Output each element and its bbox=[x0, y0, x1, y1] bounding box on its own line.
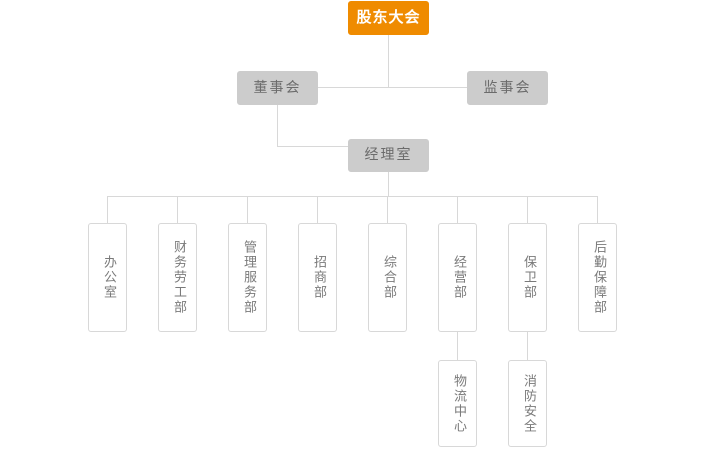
node-board-of-supervisors[interactable]: 监事会 bbox=[467, 71, 548, 105]
node-shareholders-meeting[interactable]: 股东大会 bbox=[348, 1, 429, 35]
connector-department-bus bbox=[107, 196, 597, 197]
connector-directors-to-manager bbox=[277, 146, 348, 147]
connector-drop-dept-6 bbox=[457, 196, 458, 223]
node-manager-office[interactable]: 经理室 bbox=[348, 139, 429, 172]
connector-manager-down bbox=[388, 172, 389, 196]
connector-drop-dept-3 bbox=[247, 196, 248, 223]
node-subdepartment-fire-safety-label: 消防安全 bbox=[520, 373, 536, 434]
connector-root-down bbox=[388, 35, 389, 88]
connector-operations-to-logistics bbox=[457, 332, 458, 360]
node-manager-office-label: 经理室 bbox=[364, 147, 413, 164]
node-board-of-directors-label: 董事会 bbox=[253, 79, 302, 96]
connector-drop-dept-2 bbox=[177, 196, 178, 223]
node-department-finance-labor-label: 财务劳工部 bbox=[170, 240, 186, 315]
node-department-operations[interactable]: 经营部 bbox=[438, 223, 477, 332]
node-department-security-label: 保卫部 bbox=[520, 255, 536, 300]
connector-drop-dept-7 bbox=[527, 196, 528, 223]
node-department-logistics-support[interactable]: 后勤保障部 bbox=[578, 223, 617, 332]
node-department-investment-label: 招商部 bbox=[310, 255, 326, 300]
node-department-management-service-label: 管理服务部 bbox=[240, 240, 256, 315]
connector-drop-dept-1 bbox=[107, 196, 108, 223]
connector-security-to-fire-safety bbox=[527, 332, 528, 360]
node-subdepartment-fire-safety[interactable]: 消防安全 bbox=[508, 360, 547, 447]
connector-directors-down bbox=[277, 105, 278, 146]
node-department-office[interactable]: 办公室 bbox=[88, 223, 127, 332]
node-department-management-service[interactable]: 管理服务部 bbox=[228, 223, 267, 332]
node-department-office-label: 办公室 bbox=[100, 255, 116, 300]
connector-drop-dept-4 bbox=[317, 196, 318, 223]
connector-drop-dept-8 bbox=[597, 196, 598, 223]
node-department-general-label: 综合部 bbox=[380, 255, 396, 300]
connector-drop-dept-5 bbox=[387, 196, 388, 223]
connector-level2-bus bbox=[277, 87, 508, 88]
node-subdepartment-logistics-center-label: 物流中心 bbox=[450, 373, 466, 434]
node-department-security[interactable]: 保卫部 bbox=[508, 223, 547, 332]
node-department-investment[interactable]: 招商部 bbox=[298, 223, 337, 332]
node-shareholders-meeting-label: 股东大会 bbox=[356, 8, 421, 27]
node-department-operations-label: 经营部 bbox=[450, 255, 466, 300]
node-department-logistics-support-label: 后勤保障部 bbox=[590, 240, 606, 315]
node-board-of-directors[interactable]: 董事会 bbox=[237, 71, 318, 105]
node-board-of-supervisors-label: 监事会 bbox=[483, 79, 532, 96]
node-department-general[interactable]: 综合部 bbox=[368, 223, 407, 332]
node-department-finance-labor[interactable]: 财务劳工部 bbox=[158, 223, 197, 332]
node-subdepartment-logistics-center[interactable]: 物流中心 bbox=[438, 360, 477, 447]
